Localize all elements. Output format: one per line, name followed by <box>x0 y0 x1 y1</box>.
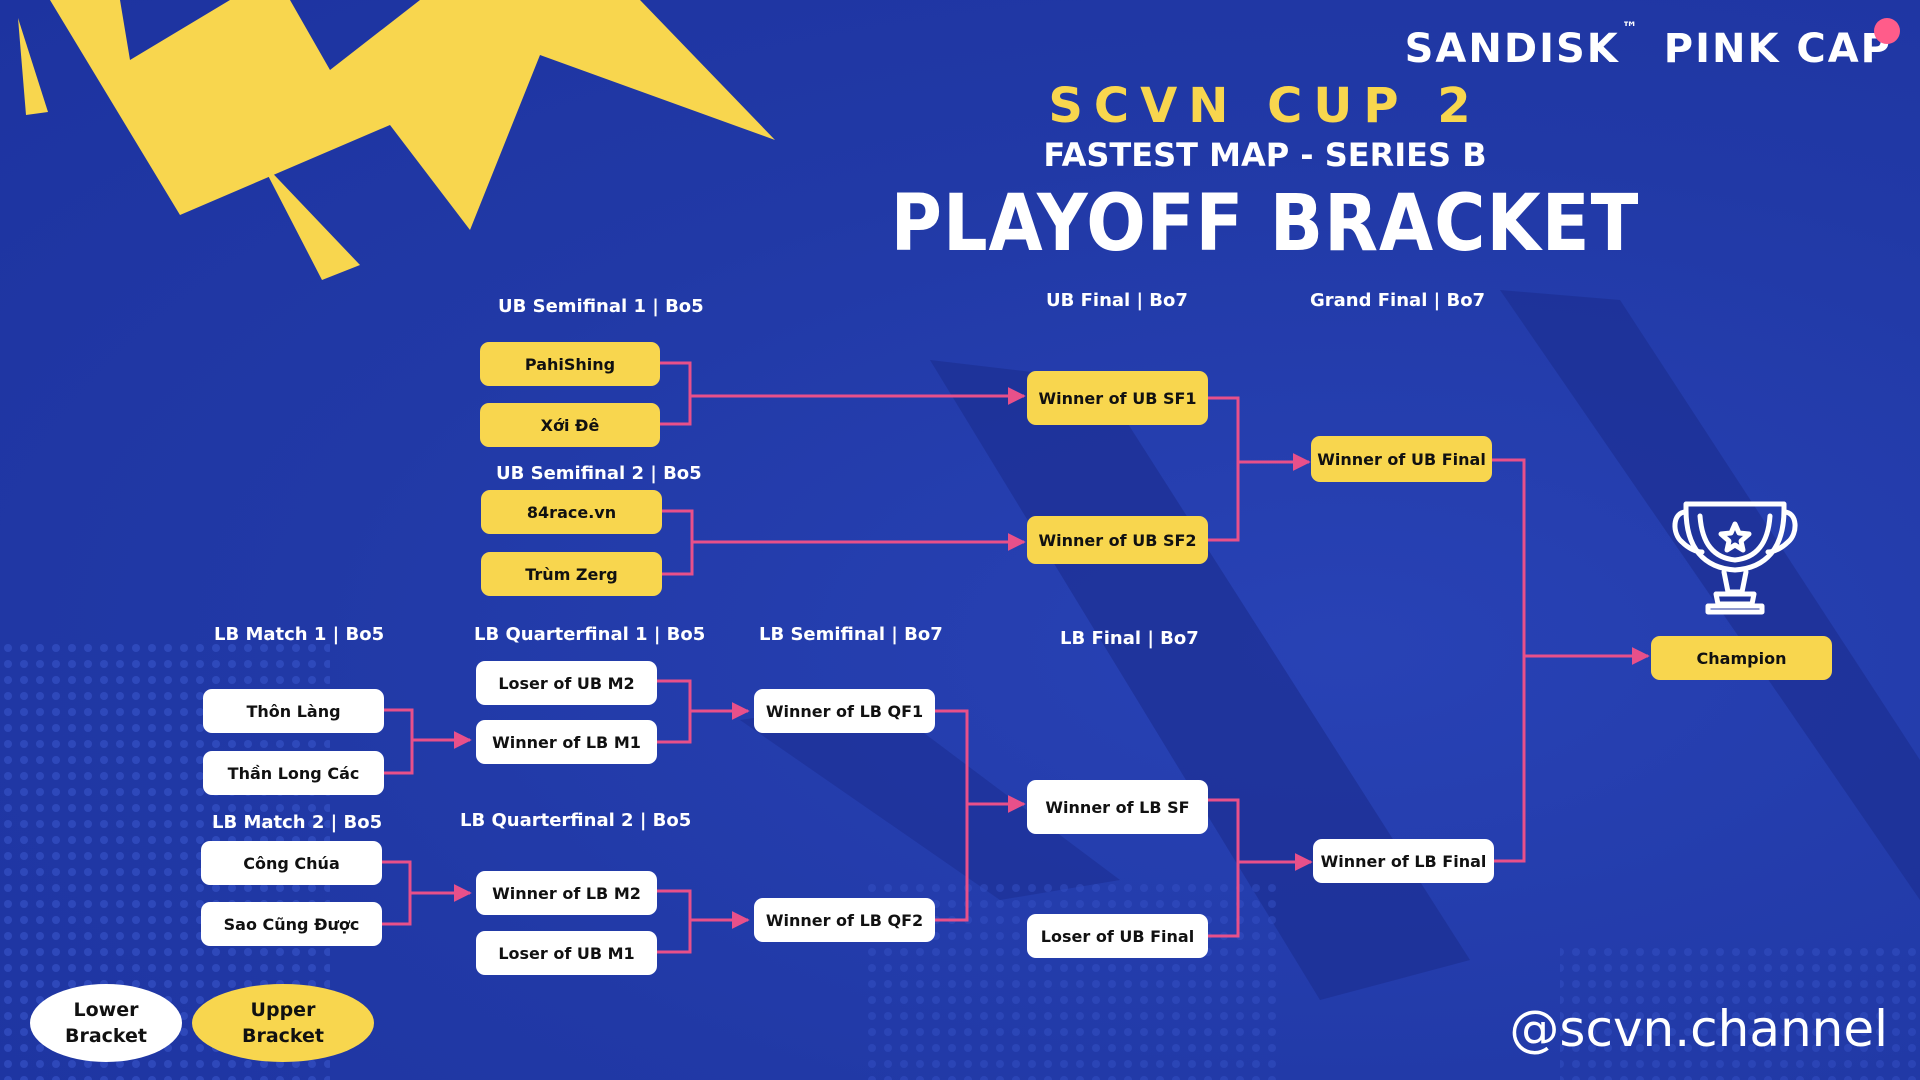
connector-lb-sf <box>935 709 1024 922</box>
slot-ub-sf2-a: 84race.vn <box>481 490 662 534</box>
connector-ub-sf2 <box>662 509 1024 576</box>
round-label-ub-final: UB Final | Bo7 <box>1046 290 1188 311</box>
legend-lower-bracket: Lower Bracket <box>30 984 182 1062</box>
slot-lb-sf-b: Winner of LB QF2 <box>754 898 935 942</box>
trophy-icon <box>1672 501 1798 615</box>
slot-lb-m1-b: Thần Long Các <box>203 751 384 795</box>
round-label-ub-semifinal-2: UB Semifinal 2 | Bo5 <box>496 463 702 484</box>
slot-ub-sf1-b: Xới Đê <box>480 403 660 447</box>
slot-grand-final-lower: Winner of LB Final <box>1313 839 1494 883</box>
bg-slash-shape-2 <box>1500 290 1920 900</box>
connector-lb-qf1 <box>657 679 748 744</box>
slot-lb-m2-b: Sao Cũng Được <box>201 902 382 946</box>
bg-slash-shape-3 <box>740 700 1120 900</box>
connector-lb-qf2 <box>657 889 748 954</box>
slot-ub-final-b: Winner of UB SF2 <box>1027 516 1208 564</box>
slot-lb-final-b: Loser of UB Final <box>1027 914 1208 958</box>
connector-grand-final <box>1492 458 1648 863</box>
slot-ub-sf1-a: PahiShing <box>480 342 660 386</box>
slot-lb-qf2-b: Loser of UB M1 <box>476 931 657 975</box>
connector-lb-m2 <box>382 860 470 926</box>
slot-champion: Champion <box>1651 636 1832 680</box>
lightning-shard-shape <box>18 18 48 115</box>
pink-cap-icon <box>1874 18 1900 44</box>
slot-lb-m2-a: Công Chúa <box>201 841 382 885</box>
social-handle: @scvn.channel <box>1509 1000 1888 1058</box>
cup-title: SCVN CUP 2 <box>1048 78 1482 134</box>
round-label-ub-semifinal-1: UB Semifinal 1 | Bo5 <box>498 296 704 317</box>
slot-lb-qf2-a: Winner of LB M2 <box>476 871 657 915</box>
connector-lb-final <box>1208 798 1311 938</box>
round-label-lb-quarterfinal-1: LB Quarterfinal 1 | Bo5 <box>474 624 706 645</box>
series-subtitle: FASTEST MAP - SERIES B <box>1043 136 1487 174</box>
legend-lower-label: Lower Bracket <box>64 999 148 1047</box>
legend-upper-label: Upper Bracket <box>241 999 325 1047</box>
round-label-lb-match-1: LB Match 1 | Bo5 <box>214 624 385 645</box>
halftone-right <box>1560 940 1920 1080</box>
slot-ub-final-a: Winner of UB SF1 <box>1027 371 1208 425</box>
connector-lb-m1 <box>384 708 470 775</box>
round-label-lb-semifinal: LB Semifinal | Bo7 <box>759 624 943 645</box>
round-label-lb-match-2: LB Match 2 | Bo5 <box>212 812 383 833</box>
product-name: PINK CAP <box>1663 26 1892 72</box>
sponsor-name: SANDISK <box>1404 26 1620 72</box>
connector-ub-sf1 <box>660 361 1024 426</box>
round-label-lb-final: LB Final | Bo7 <box>1060 628 1199 649</box>
trademark-mark: ™ <box>1621 18 1640 37</box>
connector-ub-final <box>1208 396 1309 542</box>
slot-lb-qf1-a: Loser of UB M2 <box>476 661 657 705</box>
slot-lb-qf1-b: Winner of LB M1 <box>476 720 657 764</box>
page-title: PLAYOFF BRACKET <box>890 177 1640 269</box>
slot-lb-final-a: Winner of LB SF <box>1027 780 1208 834</box>
lightning-shard-shape-2 <box>260 160 360 280</box>
slot-grand-final-upper: Winner of UB Final <box>1311 436 1492 482</box>
legend-upper-bracket: Upper Bracket <box>192 984 374 1062</box>
slot-lb-m1-a: Thôn Làng <box>203 689 384 733</box>
round-label-grand-final: Grand Final | Bo7 <box>1310 290 1486 311</box>
lightning-bolt-shape <box>50 0 775 230</box>
round-label-lb-quarterfinal-2: LB Quarterfinal 2 | Bo5 <box>460 810 692 831</box>
slot-ub-sf2-b: Trùm Zerg <box>481 552 662 596</box>
slot-lb-sf-a: Winner of LB QF1 <box>754 689 935 733</box>
